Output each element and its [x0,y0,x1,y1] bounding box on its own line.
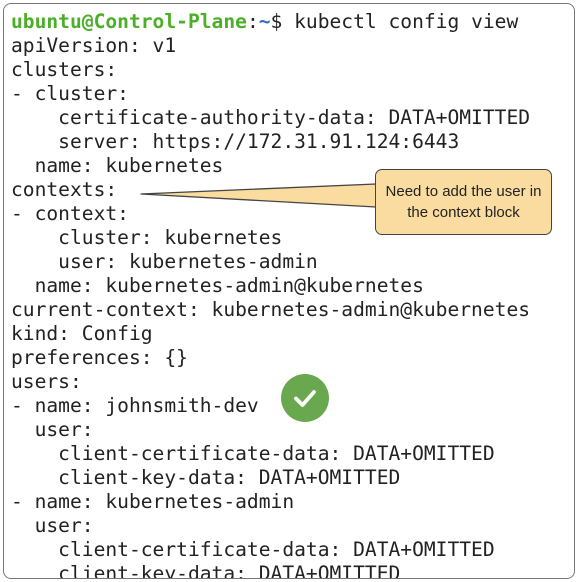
output-line: server: https://172.31.91.124:6443 [11,130,460,153]
output-line: name: kubernetes-admin@kubernetes [11,274,424,297]
output-line: clusters: [11,58,118,81]
output-line: client-key-data: DATA+OMITTED [11,562,401,579]
output-line: - cluster: [11,82,129,105]
output-line: - name: johnsmith-dev [11,394,259,417]
output-line: client-certificate-data: DATA+OMITTED [11,538,495,561]
output-line: kind: Config [11,322,153,345]
output-line: apiVersion: v1 [11,34,177,57]
output-line: user: [11,514,94,537]
output-line: cluster: kubernetes [11,226,283,249]
output-line: user: kubernetes-admin [11,250,318,273]
check-circle-icon [281,374,329,422]
callout-box: Need to add the user in the context bloc… [375,169,552,235]
prompt-line: ubuntu@Control-Plane:~$ kubectl config v… [11,10,530,34]
prompt-symbol: $ [270,10,295,33]
output-line: - context: [11,202,129,225]
output-line: user: [11,418,94,441]
output-line: certificate-authority-data: DATA+OMITTED [11,106,531,129]
prompt-separator: : [246,10,259,33]
output-line: name: kubernetes [11,154,224,177]
output-line: current-context: kubernetes-admin@kubern… [11,298,531,321]
terminal-window: ubuntu@Control-Plane:~$ kubectl config v… [3,3,575,579]
command-text: kubectl config view [294,10,519,33]
output-line: contexts: [11,178,118,201]
terminal-output: ubuntu@Control-Plane:~$ kubectl config v… [11,10,531,579]
output-line: client-key-data: DATA+OMITTED [11,466,401,489]
output-line: - name: kubernetes-admin [11,490,295,513]
callout-text: Need to add the user in the context bloc… [385,183,542,221]
output-line: users: [11,370,82,393]
prompt-path: ~ [258,10,271,33]
prompt-user-host: ubuntu@Control-Plane [11,10,247,33]
output-line: client-certificate-data: DATA+OMITTED [11,442,495,465]
checkmark-icon [294,390,316,407]
output-line: preferences: {} [11,346,188,369]
